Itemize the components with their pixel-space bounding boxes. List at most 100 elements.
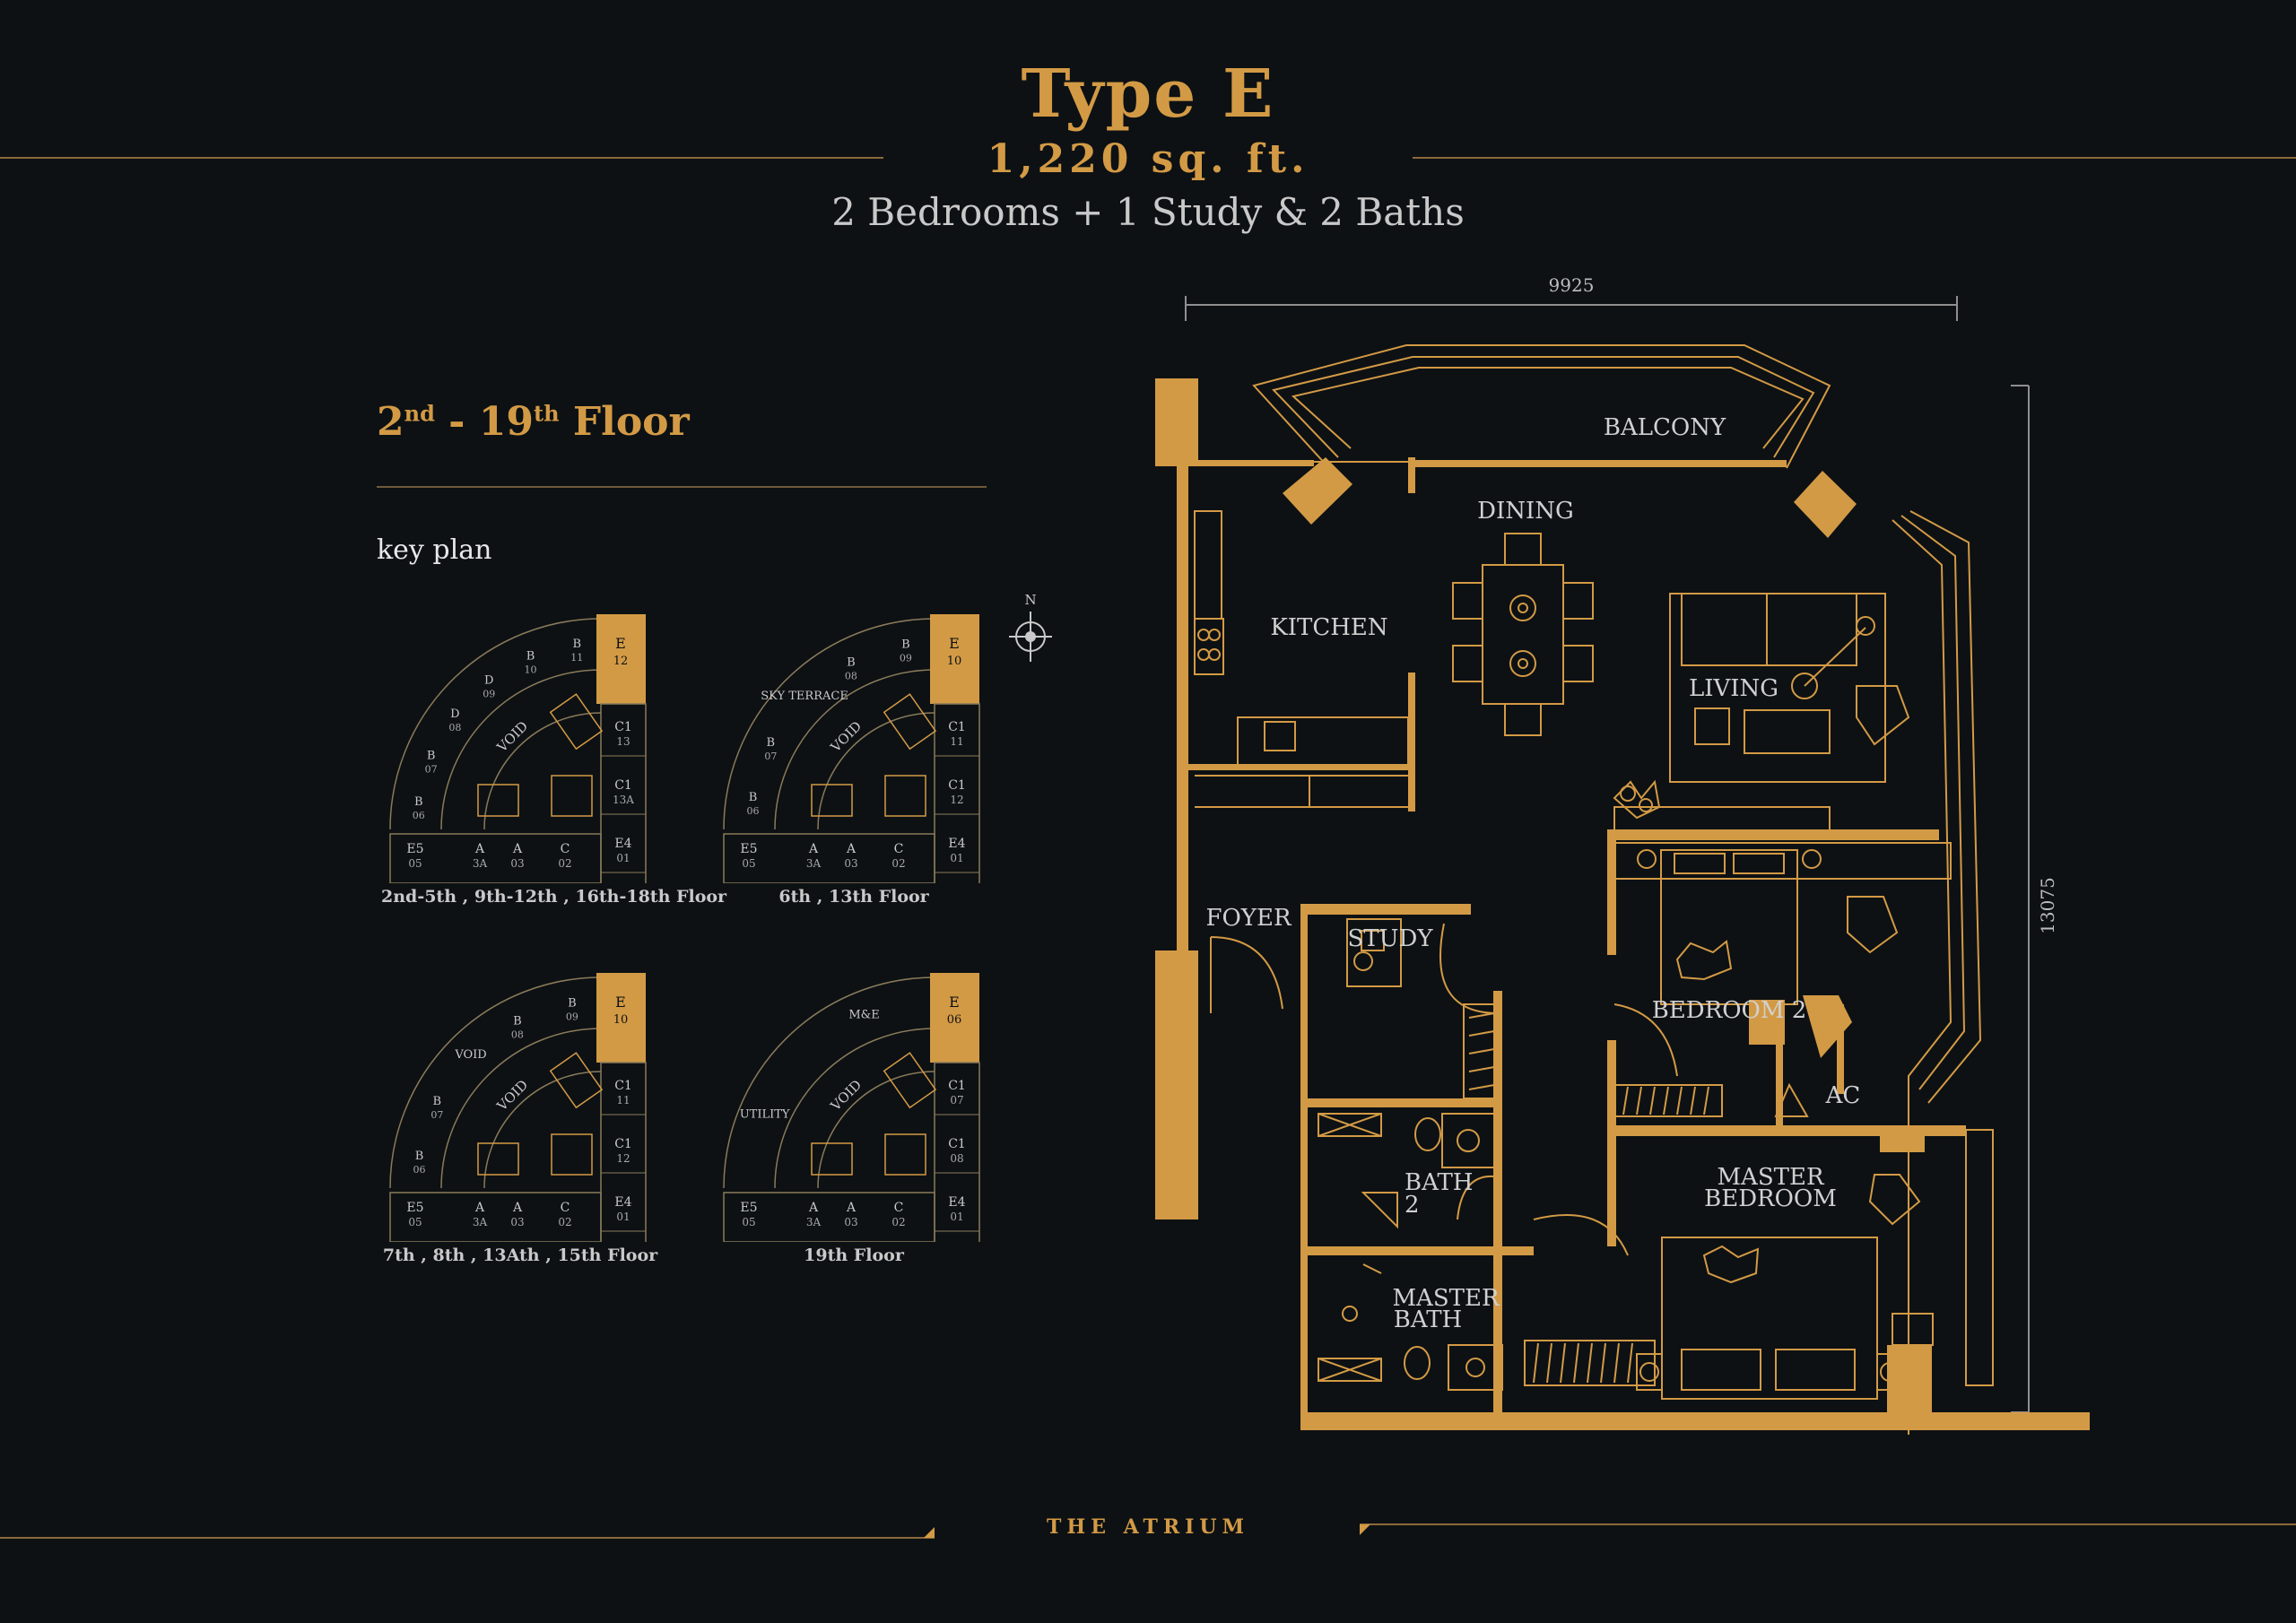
footer-brand: THE ATRIUM — [1047, 1515, 1249, 1539]
arc-unit-number: 08 — [845, 670, 857, 681]
lift-block — [811, 1142, 853, 1176]
side-unit-number: 12 — [950, 794, 963, 806]
arc-unit-label: B — [749, 791, 758, 804]
lift-block — [884, 1133, 926, 1176]
master-wardrobe — [1524, 1340, 1656, 1386]
arc-unit-number: 06 — [413, 810, 425, 821]
stair-block — [549, 693, 604, 751]
living-sofa-set — [1613, 593, 1910, 833]
bedroom2-label: BEDROOM 2 — [1652, 997, 1807, 1024]
arc-unit-number: 11 — [570, 652, 583, 664]
arc-unit-number: 08 — [448, 722, 461, 733]
side-unit-number: 12 — [616, 1152, 630, 1165]
highlight-unit-number: 10 — [613, 1013, 629, 1027]
master-bedroom-label-1: MASTER — [1717, 1164, 1825, 1191]
side-unit-label: C1 — [614, 1079, 632, 1093]
side-unit-number: 11 — [950, 735, 963, 748]
bath2-label: BATH — [1405, 1169, 1473, 1196]
master-bath-label-2: BATH — [1394, 1306, 1462, 1333]
side-unit-number: 07 — [950, 1094, 963, 1107]
lift-block — [884, 775, 926, 817]
arc-unit-number: 09 — [483, 688, 495, 699]
inner-arc — [774, 1028, 935, 1189]
key-plan-caption: 2nd-5th , 9th-12th , 16th-18th Floor — [381, 887, 727, 907]
stair-block — [549, 1052, 604, 1109]
floor-plan: BALCONY DINING KITCHEN LIVING FOYER STUD… — [1155, 274, 2090, 1435]
key-plan-caption: 7th , 8th , 13Ath , 15th Floor — [382, 1245, 658, 1265]
highlight-unit-number: 10 — [947, 655, 962, 668]
foyer-label: FOYER — [1205, 905, 1292, 932]
bottom-unit-label: A — [846, 1201, 857, 1215]
arc-unit-label: B — [414, 795, 423, 809]
width-dimension — [1185, 296, 1958, 321]
outer-arc — [723, 618, 935, 830]
void-label: VOID — [493, 718, 531, 756]
bottom-unit-number: 3A — [806, 1216, 822, 1228]
highlight-unit-label: E — [615, 994, 626, 1011]
highlight-unit-label: E — [615, 635, 626, 652]
bottom-unit-number: 3A — [473, 1216, 488, 1228]
bay-window — [1892, 510, 1994, 1435]
arc-unit-label: B — [572, 638, 581, 651]
width-dimension-label: 9925 — [1549, 274, 1595, 296]
arc-unit-label: SKY TERRACE — [761, 690, 848, 703]
arc-unit-label: B — [568, 997, 577, 1011]
highlight-unit — [596, 614, 646, 704]
master-bedroom-label-2: BEDROOM — [1704, 1185, 1837, 1212]
side-unit-label: C1 — [948, 778, 966, 793]
foyer-door — [1210, 936, 1283, 1010]
bottom-unit-number: 03 — [510, 1216, 524, 1228]
bottom-unit-number: 05 — [408, 857, 422, 870]
lift-block — [811, 784, 853, 817]
inner-arc — [440, 1028, 602, 1189]
arc-unit-label: D — [450, 707, 459, 721]
north-label: N — [1024, 592, 1036, 608]
void-label: VOID — [827, 1077, 865, 1115]
side-unit-number: 13 — [616, 735, 630, 748]
arc-unit-number: 06 — [747, 805, 760, 817]
bottom-unit-label: A — [512, 1201, 523, 1215]
balcony-label: BALCONY — [1604, 414, 1726, 441]
arc-unit-label: B — [513, 1014, 522, 1028]
bottom-unit-number: 02 — [558, 857, 571, 870]
inner-arc — [774, 669, 935, 830]
bottom-unit-number: 02 — [891, 857, 905, 870]
lift-block — [477, 784, 519, 817]
bottom-unit-label: A — [846, 842, 857, 856]
side-unit-label: E4 — [614, 837, 631, 851]
arc-unit-label: B — [901, 638, 910, 652]
bottom-unit-label: C — [894, 1201, 904, 1215]
key-plan-diagram: E06C107C108E401E505A3AA03C02UTILITYM&EVO… — [723, 973, 980, 1247]
arc-unit-label: B — [526, 650, 535, 664]
side-unit-label: E4 — [948, 1195, 965, 1210]
void-arc — [817, 712, 935, 830]
void-arc — [817, 1071, 935, 1189]
bottom-unit-number: 05 — [742, 1216, 755, 1228]
stair-block — [883, 1052, 937, 1109]
bottom-unit-number: 05 — [408, 1216, 422, 1228]
stair-block — [883, 693, 937, 751]
bath2-number: 2 — [1405, 1192, 1420, 1219]
bottom-unit-number: 05 — [742, 857, 755, 870]
arc-unit-number: 07 — [430, 1109, 443, 1121]
void-arc — [483, 1071, 602, 1189]
plant-icon — [1613, 779, 1661, 820]
bottom-unit-number: 03 — [844, 1216, 857, 1228]
north-compass-icon: N — [1009, 592, 1052, 662]
arc-unit-label: M&E — [848, 1009, 879, 1022]
key-plan-diagram: E10C111C112E401E505A3AA03C02B06B07VOIDB0… — [389, 973, 647, 1247]
highlight-unit-number: 12 — [613, 655, 629, 668]
outer-arc — [389, 976, 602, 1189]
side-unit-label: C1 — [948, 1137, 966, 1151]
outer-arc — [723, 976, 935, 1189]
arc-unit-label: VOID — [454, 1048, 486, 1062]
highlight-unit — [930, 614, 979, 704]
side-unit-number: 11 — [616, 1094, 630, 1107]
master-bath-label-1: MASTER — [1392, 1285, 1500, 1312]
void-label: VOID — [827, 718, 865, 756]
side-unit-label: C1 — [948, 1079, 966, 1093]
highlight-unit — [596, 973, 646, 1063]
arc-unit-number: 08 — [511, 1028, 524, 1040]
